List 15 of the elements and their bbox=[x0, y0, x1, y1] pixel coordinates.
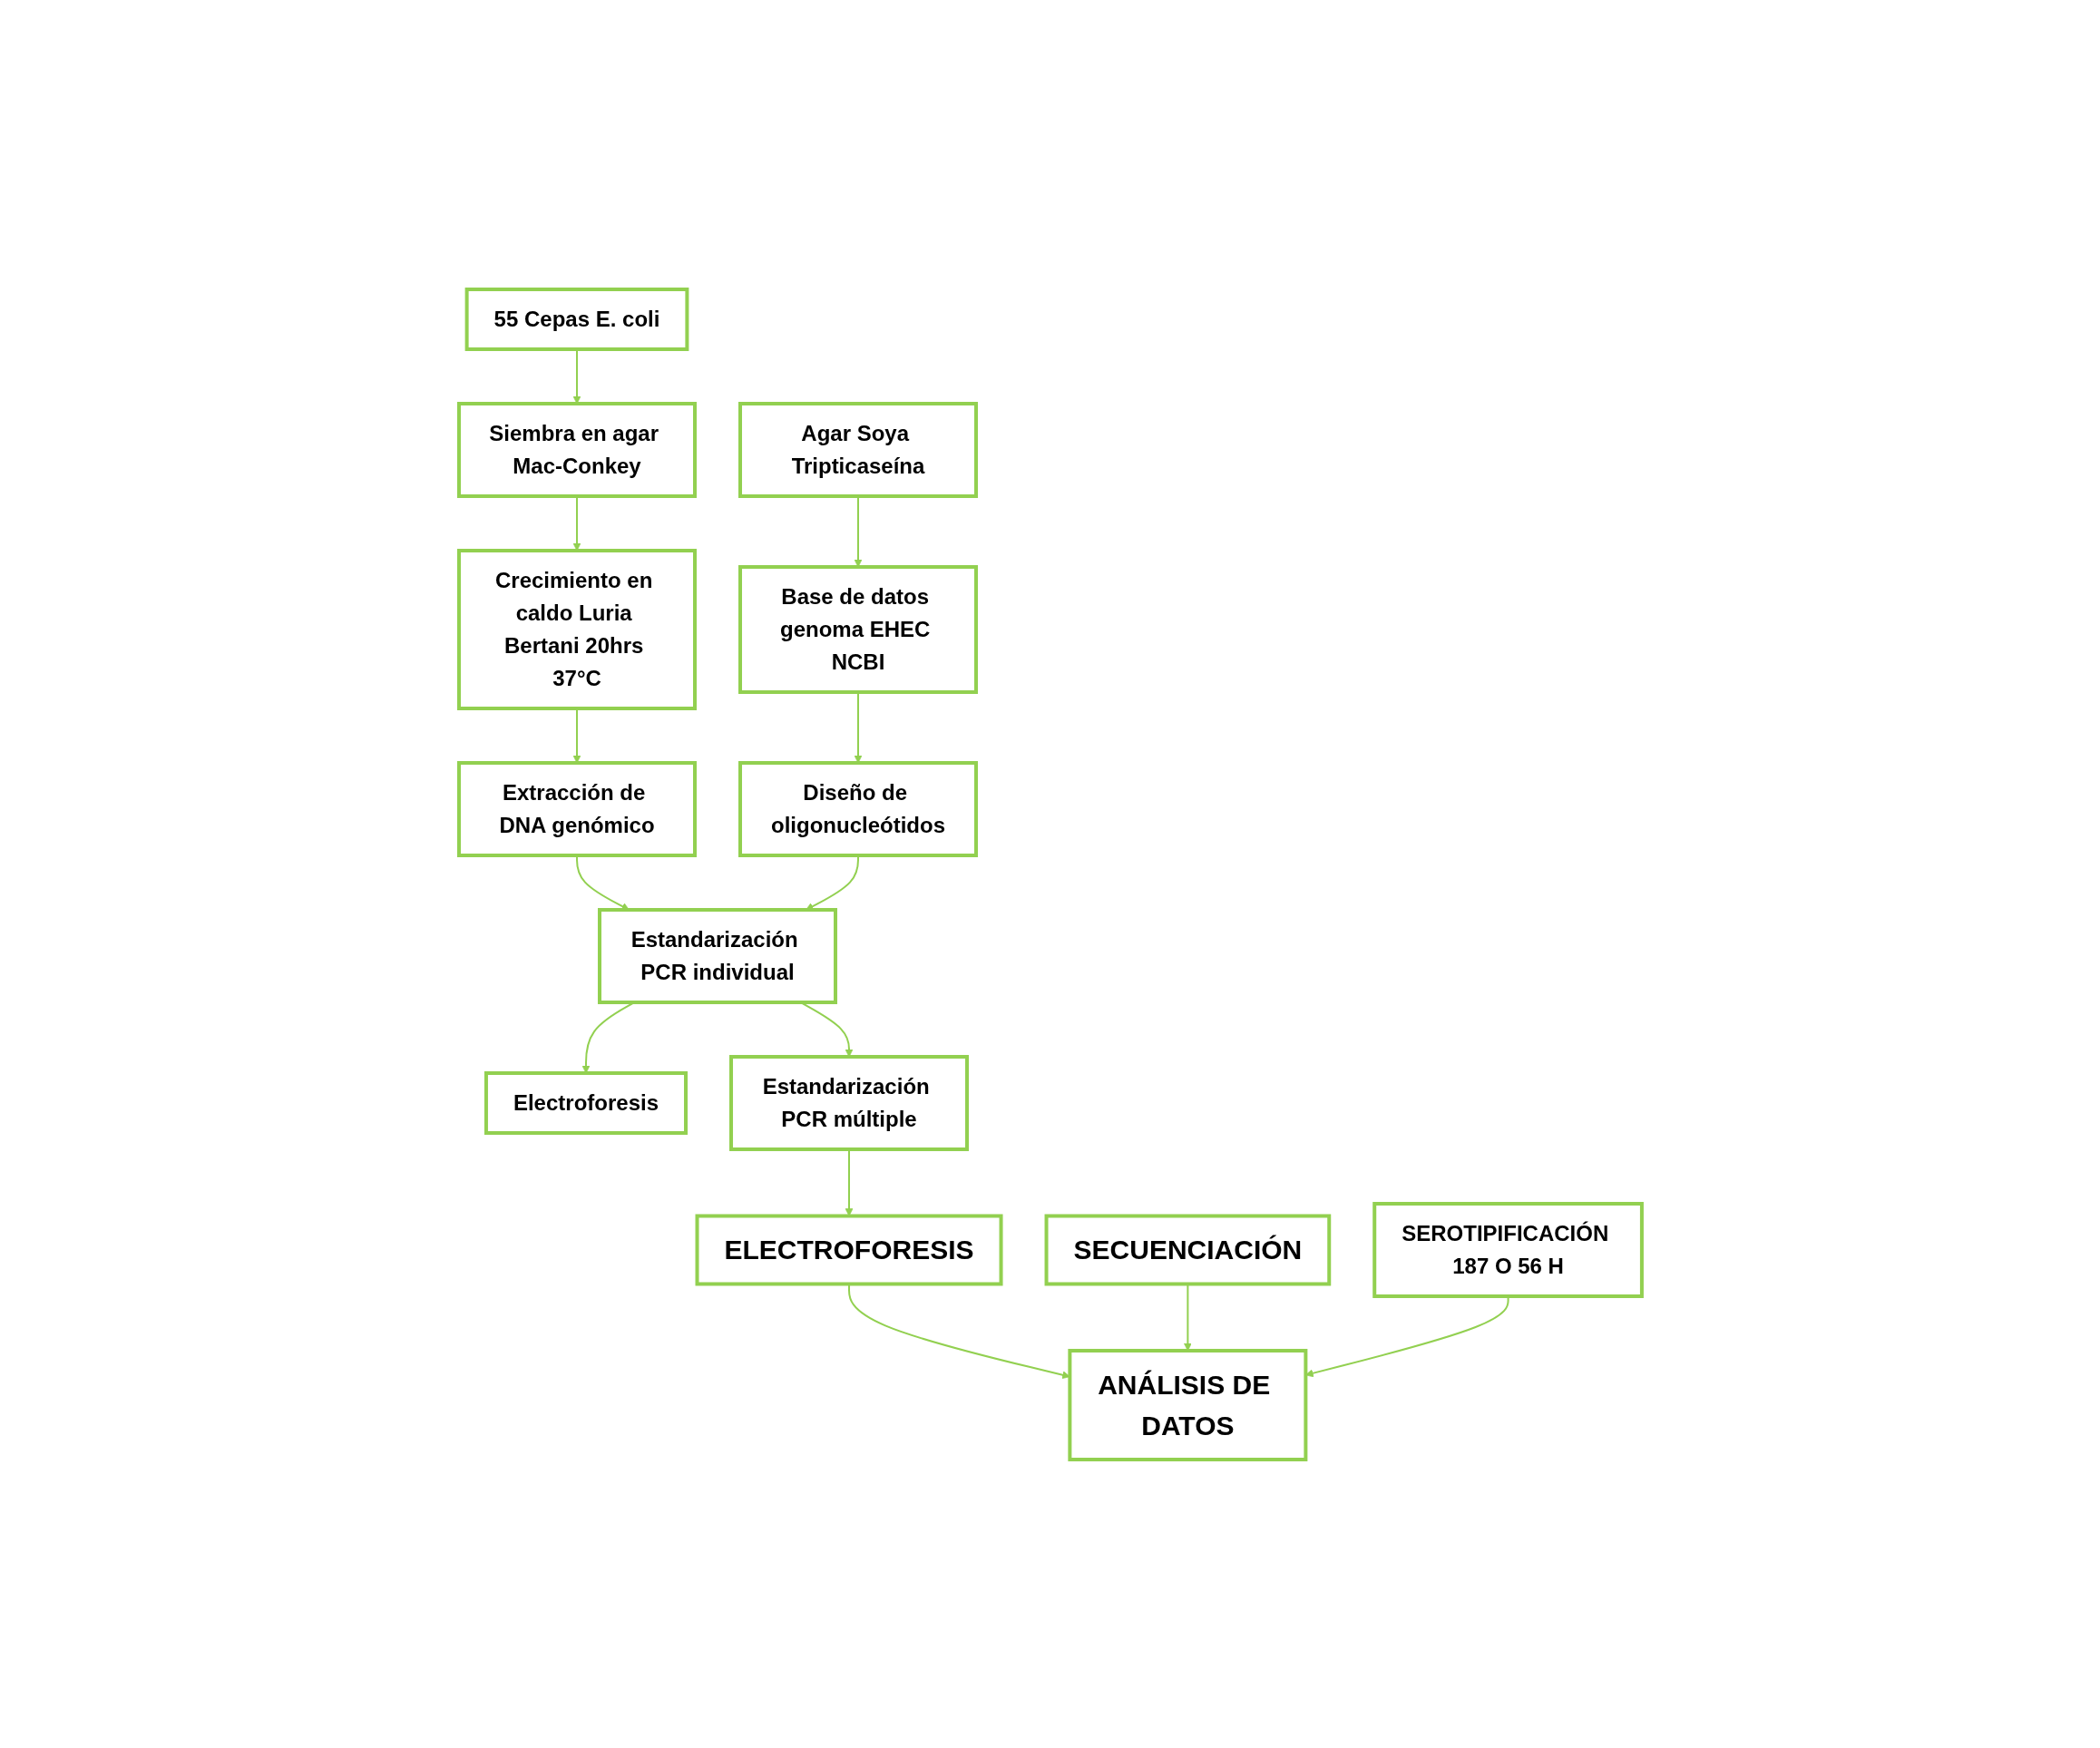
node-box: Estandarización PCR individual bbox=[597, 907, 837, 1004]
node-box: Estandarización PCR múltiple bbox=[728, 1054, 969, 1151]
node-box: Siembra en agar Mac-Conkey bbox=[456, 401, 697, 498]
node-box: Agar Soya Tripticaseína bbox=[737, 401, 978, 498]
node-box: SEROTIPIFICACIÓN 187 O 56 H bbox=[1372, 1201, 1644, 1298]
node-box: Extracción de DNA genómico bbox=[456, 760, 697, 857]
arrow bbox=[1183, 1283, 1192, 1351]
node-box: ELECTROFORESIS bbox=[695, 1214, 1003, 1285]
node-box: Diseño de oligonucleótidos bbox=[737, 760, 978, 857]
node-box: Crecimiento en caldo Luria Bertani 20hrs 37°C bbox=[456, 548, 697, 710]
node-box: 55 Cepas E. coli bbox=[464, 287, 689, 351]
node-box: ANÁLISIS DE DATOS bbox=[1067, 1348, 1307, 1461]
node-box: SECUENCIACIÓN bbox=[1044, 1214, 1331, 1285]
node-box: Electroforesis bbox=[483, 1070, 688, 1135]
node-box: Base de datos genoma EHEC NCBI bbox=[737, 564, 978, 694]
